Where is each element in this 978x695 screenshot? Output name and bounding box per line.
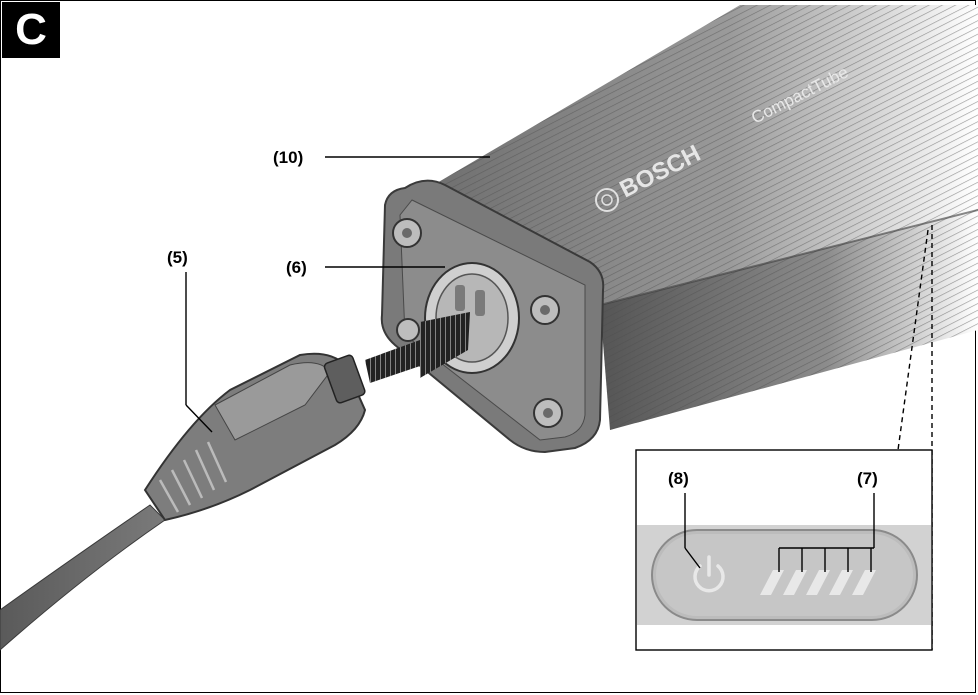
- leader-detail-left: [897, 229, 929, 451]
- leader-plug-d: [185, 404, 213, 433]
- screw: [530, 295, 560, 325]
- inset-leaders: [684, 493, 875, 572]
- charger-plug: [143, 352, 367, 522]
- charge-led-bar: [760, 570, 876, 595]
- label-battery: (10): [273, 148, 303, 167]
- figure-badge: C: [2, 2, 60, 58]
- detail-inset: [635, 449, 933, 651]
- label-socket: (6): [286, 258, 307, 277]
- label-plug: (5): [167, 248, 188, 267]
- battery-body: [425, 5, 978, 430]
- screw: [396, 318, 420, 342]
- insert-arrow-icon: [365, 312, 470, 383]
- label-power-button: (8): [668, 469, 689, 488]
- power-icon: [693, 555, 725, 593]
- label-charge-leds: (7): [857, 469, 878, 488]
- charger-cable: [0, 504, 166, 651]
- screw: [392, 218, 422, 248]
- screw: [533, 398, 563, 428]
